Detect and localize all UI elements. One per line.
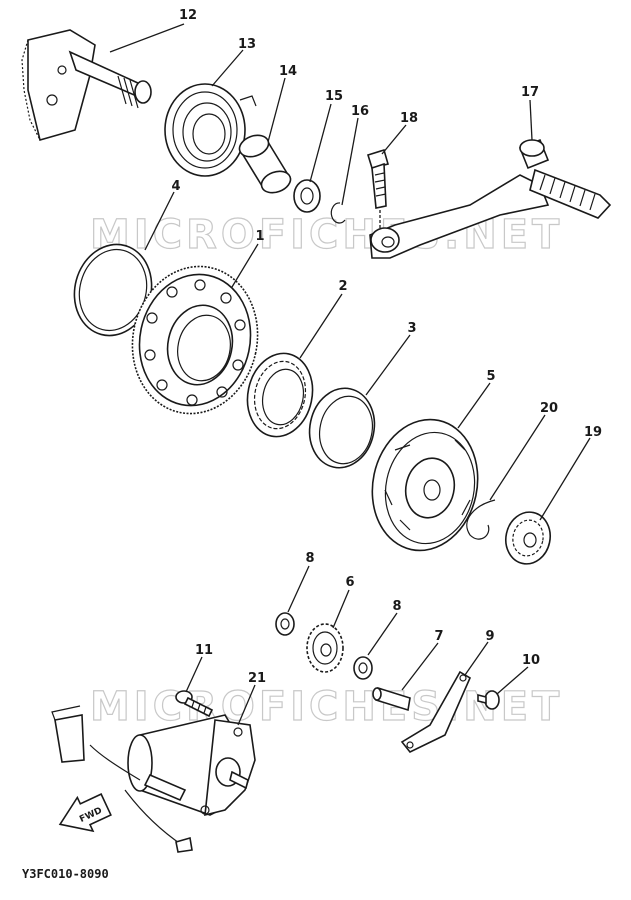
callout-2: 2 <box>338 279 347 294</box>
callout-11: 11 <box>195 643 213 658</box>
part-3-ring <box>308 387 376 469</box>
part-10-screw <box>477 690 500 710</box>
part-17-kick-crank <box>369 138 612 259</box>
watermark-bottom: MICROFICHES.NET <box>90 684 563 730</box>
callout-13: 13 <box>238 37 256 52</box>
callout-8-lower: 8 <box>392 599 401 614</box>
callout-12: 12 <box>179 8 197 23</box>
callout-7: 7 <box>434 629 443 644</box>
leader-lines <box>109 23 591 726</box>
part-5-starter-clutch <box>371 418 479 552</box>
part-8-washer-lower <box>353 656 373 680</box>
diagram-code: Y3FC010-8090 <box>22 867 109 881</box>
callout-16: 16 <box>351 104 369 119</box>
callout-1: 1 <box>255 229 264 244</box>
fwd-arrow-icon: FWD <box>58 793 112 833</box>
callout-17: 17 <box>521 85 539 100</box>
part-8-washer-upper <box>275 612 295 636</box>
part-15-washer <box>293 179 321 213</box>
part-7-shaft <box>372 686 411 712</box>
part-20-spring <box>466 499 496 540</box>
callout-5: 5 <box>486 369 495 384</box>
callout-20: 20 <box>540 401 558 416</box>
part-21-starter-motor <box>51 705 256 853</box>
part-1-starter-wheel-gear <box>131 265 259 415</box>
callout-3: 3 <box>407 321 416 336</box>
part-2-one-way-clutch <box>246 352 314 438</box>
callout-8-upper: 8 <box>305 551 314 566</box>
part-9-plate <box>400 670 472 753</box>
part-14-collar <box>238 134 292 194</box>
callout-4: 4 <box>171 179 180 194</box>
part-13-kick-spring <box>164 83 257 177</box>
callout-15: 15 <box>325 89 343 104</box>
part-16-circlip <box>330 202 346 224</box>
callout-19: 19 <box>584 425 602 440</box>
callout-18: 18 <box>400 111 418 126</box>
callout-10: 10 <box>522 653 540 668</box>
part-11-bolt <box>175 690 214 718</box>
callout-6: 6 <box>345 575 354 590</box>
callout-14: 14 <box>279 64 297 79</box>
callout-9: 9 <box>485 629 494 644</box>
part-19-idler-gear <box>505 511 551 565</box>
part-6-idler-gear <box>306 623 344 673</box>
part-18-bolt <box>367 148 389 228</box>
callout-21: 21 <box>248 671 266 686</box>
part-12-kick-axle <box>21 29 152 141</box>
